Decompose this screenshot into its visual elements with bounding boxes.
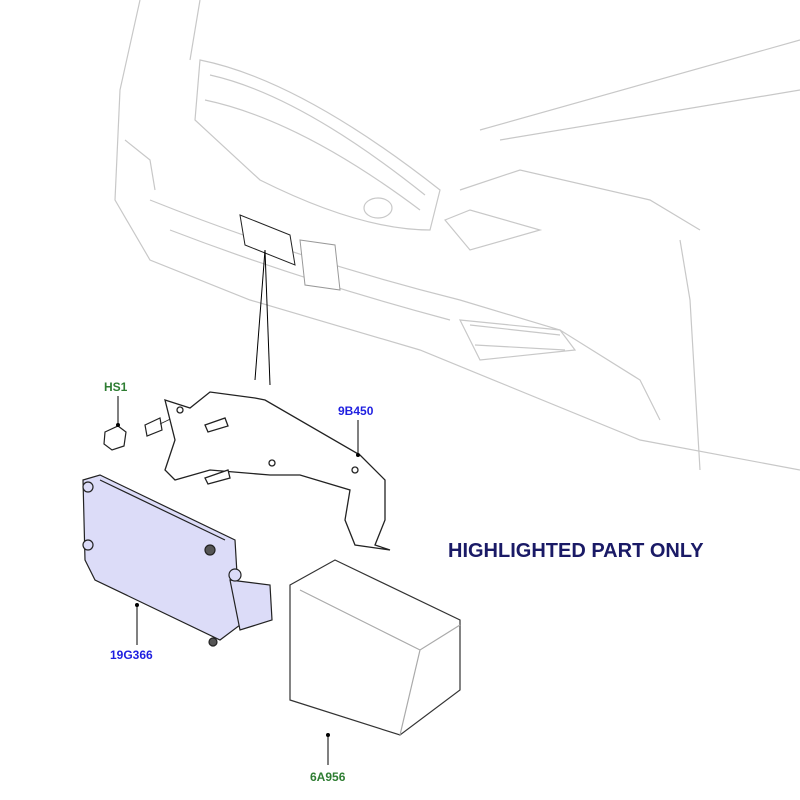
part-label-9b450[interactable]: 9B450 (338, 404, 373, 418)
installed-module-thumbnail (239, 214, 341, 291)
leader-dots (116, 423, 360, 737)
part-label-6a956[interactable]: 6A956 (310, 770, 345, 784)
part-code: 9B450 (338, 404, 374, 418)
box-6a956 (289, 559, 461, 736)
part-label-19g366[interactable]: 19G366 (110, 648, 153, 662)
bracket-9b450 (164, 391, 391, 551)
module-19g366-highlighted (82, 474, 273, 647)
part-label-hs1[interactable]: HS1 (104, 380, 127, 394)
highlight-note: HIGHLIGHTED PART ONLY (448, 540, 704, 562)
part-code: 19G366 (110, 648, 153, 662)
part-code: HS1 (104, 380, 128, 394)
part-code: 6A956 (310, 770, 346, 784)
leader-lines (117, 249, 359, 765)
